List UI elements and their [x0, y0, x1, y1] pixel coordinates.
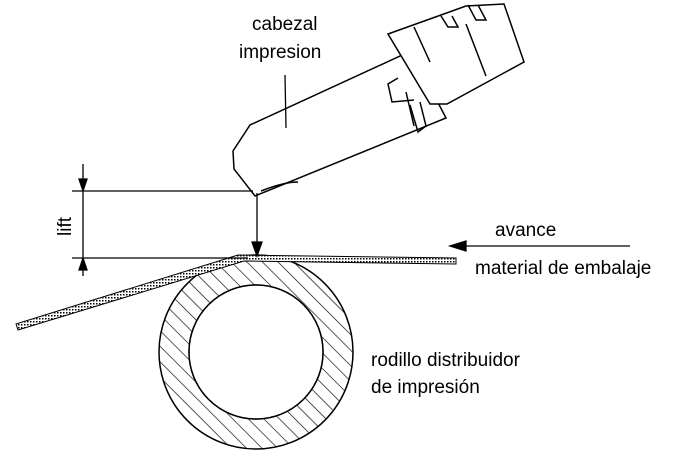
- head-label-line1: cabezal: [252, 14, 318, 35]
- lift-dimension: [72, 164, 263, 276]
- print-head-nozzle: [260, 181, 299, 192]
- head-label-leader: [284, 74, 287, 129]
- roller-label-line2: de impresión: [371, 377, 480, 398]
- roller-label-line1: rodillo distribuidor: [371, 350, 521, 371]
- feed-label: avance: [495, 220, 556, 241]
- feed-arrow: [447, 240, 630, 252]
- head-label-line2: impresion: [239, 42, 321, 63]
- roller: [158, 254, 354, 450]
- lift-label: lift: [55, 216, 76, 236]
- print-head-cartridge: [386, 3, 525, 105]
- print-head: [232, 3, 525, 197]
- print-head-body: [232, 50, 448, 197]
- packaging-web: [15, 254, 457, 331]
- material-label: material de embalaje: [475, 258, 651, 279]
